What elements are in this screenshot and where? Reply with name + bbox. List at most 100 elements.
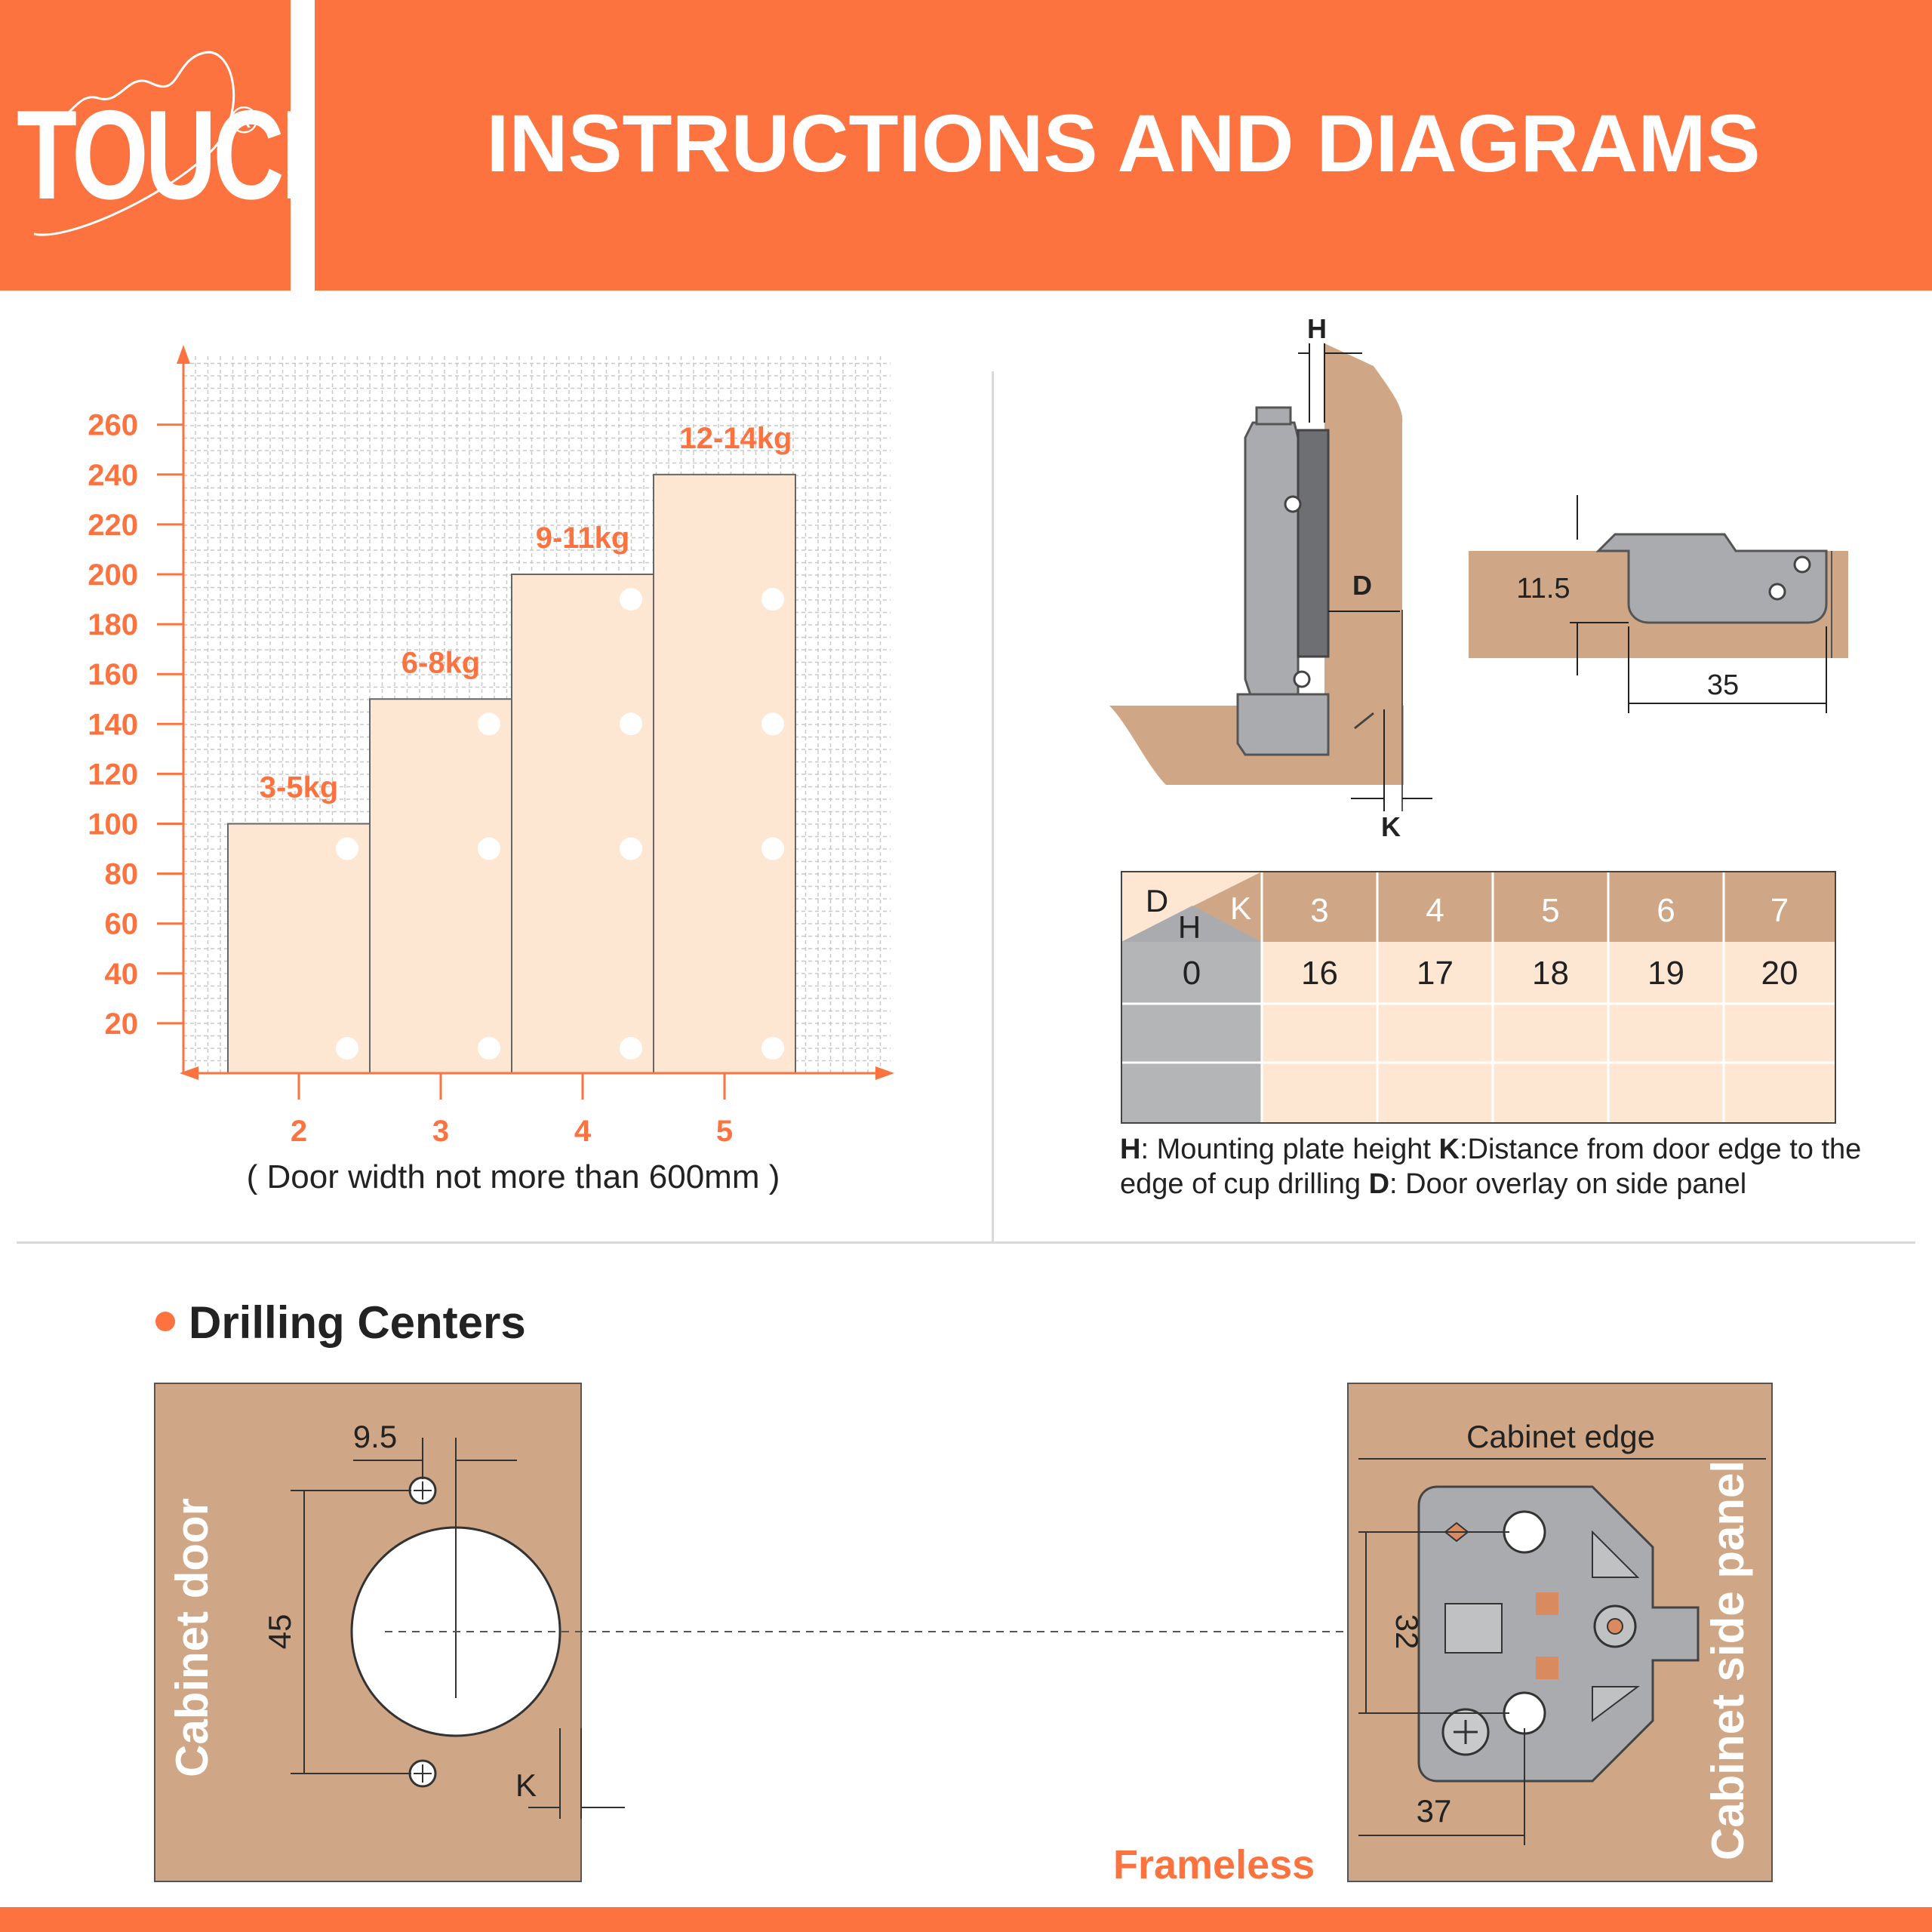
bar-data-label: 6-8kg	[401, 646, 481, 679]
dim-offset: 9.5	[353, 1419, 397, 1454]
table-d-cell: 16	[1301, 955, 1338, 992]
plate-hole-bottom	[1503, 1691, 1546, 1735]
x-tick-label: 2	[291, 1115, 307, 1148]
note-k-text: :Distance from door edge to the edge of …	[1120, 1134, 1862, 1200]
mounting-plate-side	[1595, 533, 1828, 624]
label-d: D	[1352, 570, 1372, 601]
door-label: Cabinet door	[167, 1498, 217, 1777]
bar-data-label: 12-14kg	[680, 422, 792, 455]
table-d-cell: 17	[1417, 955, 1454, 992]
mounting-plate	[1236, 693, 1330, 756]
bar-data-label: 3-5kg	[260, 771, 339, 804]
dim-spacing: 45	[262, 1614, 297, 1650]
mount-hole	[336, 1036, 358, 1060]
legend-note: H: Mounting plate height K:Distance from…	[1120, 1132, 1875, 1201]
mount-hole	[620, 1036, 642, 1060]
chart-axes	[177, 345, 894, 1080]
table-h-cell: 0	[1183, 955, 1201, 992]
plate-hole-top	[1503, 1510, 1546, 1554]
mount-hole	[478, 712, 500, 736]
vertical-divider	[992, 371, 994, 1243]
chart-bar-5	[653, 473, 796, 1074]
note-k-key: K	[1438, 1134, 1460, 1165]
chart-bar-2	[227, 823, 371, 1074]
dim-plate-spacing: 32	[1389, 1614, 1425, 1650]
header-bar	[315, 0, 1932, 291]
mount-hole	[620, 837, 642, 860]
note-d-key: D	[1368, 1168, 1390, 1200]
bullet-dot	[155, 1312, 175, 1331]
y-tick-label: 200	[88, 558, 138, 592]
registered-mark: ®	[230, 99, 258, 141]
table-d-cell: 19	[1647, 955, 1684, 992]
dim-k: K	[515, 1767, 537, 1803]
table-k-header: 4	[1426, 892, 1444, 929]
y-tick-label: 120	[88, 758, 138, 791]
logo-panel	[0, 0, 291, 291]
table-corner-d: D	[1146, 883, 1168, 918]
x-tick-label: 3	[432, 1115, 449, 1148]
y-tick-label: 40	[105, 958, 139, 991]
mount-hole	[478, 1036, 500, 1060]
x-tick-label: 4	[574, 1115, 592, 1148]
dim-height: 11.5	[1516, 573, 1570, 605]
table-corner-h: H	[1178, 909, 1201, 945]
y-tick-label: 240	[88, 459, 138, 492]
mount-hole	[761, 1036, 784, 1060]
y-tick-label: 20	[105, 1008, 139, 1041]
section-title: Drilling Centers	[189, 1297, 526, 1348]
y-tick-label: 260	[88, 409, 138, 442]
y-tick-label: 180	[88, 608, 138, 641]
label-k: K	[1381, 811, 1401, 842]
mount-hole	[478, 837, 500, 860]
note-d-text: : Door overlay on side panel	[1389, 1168, 1747, 1200]
chart-bar-3	[369, 698, 512, 1074]
note-h-key: H	[1120, 1134, 1141, 1165]
mount-hole	[620, 712, 642, 736]
table-k-header: 3	[1310, 892, 1328, 929]
chart-labels: 20 40 60 80 100 120 140 160 180 200 220 240 260 2 3 4 5 3…	[88, 409, 792, 1148]
y-tick-label: 160	[88, 658, 138, 691]
chart-bars	[227, 473, 796, 1074]
table-k-header: 7	[1770, 892, 1789, 929]
label-h: H	[1307, 313, 1327, 344]
footer-bar	[0, 1907, 1932, 1932]
mount-type-label: Frameless	[1113, 1842, 1315, 1887]
y-tick-label: 100	[88, 808, 138, 841]
mount-hole	[336, 837, 358, 860]
horizontal-divider	[17, 1241, 1915, 1244]
table-k-header: 5	[1541, 892, 1559, 929]
x-tick-label: 5	[716, 1115, 733, 1148]
hinge-cup	[1297, 429, 1330, 658]
table-k-header: 6	[1657, 892, 1675, 929]
y-tick-label: 220	[88, 509, 138, 542]
mounting-plate-front	[1417, 1485, 1700, 1783]
side-panel-label: Cabinet side panel	[1703, 1460, 1753, 1860]
mount-hole	[761, 837, 784, 860]
y-tick-label: 60	[105, 908, 139, 941]
table-corner-k: K	[1230, 891, 1251, 926]
dim-plate-offset: 37	[1417, 1793, 1452, 1829]
chart-bar-4	[511, 574, 654, 1074]
brand-logo: TOUCH	[17, 84, 352, 226]
table-d-cell: 18	[1532, 955, 1569, 992]
dim-width: 35	[1707, 669, 1739, 701]
note-h-text: : Mounting plate height	[1140, 1134, 1439, 1165]
mount-hole	[620, 588, 642, 611]
mount-hole	[761, 712, 784, 736]
edge-label: Cabinet edge	[1466, 1419, 1655, 1454]
page-title: INSTRUCTIONS AND DIAGRAMS	[486, 97, 1761, 189]
y-tick-label: 140	[88, 708, 138, 741]
chart-x-axis-label: ( Door width not more than 600mm )	[247, 1158, 780, 1195]
door-panel	[1324, 343, 1403, 709]
y-tick-label: 80	[105, 858, 139, 891]
bar-data-label: 9-11kg	[536, 521, 630, 555]
mount-hole	[761, 588, 784, 611]
table-d-cell: 20	[1761, 955, 1798, 992]
